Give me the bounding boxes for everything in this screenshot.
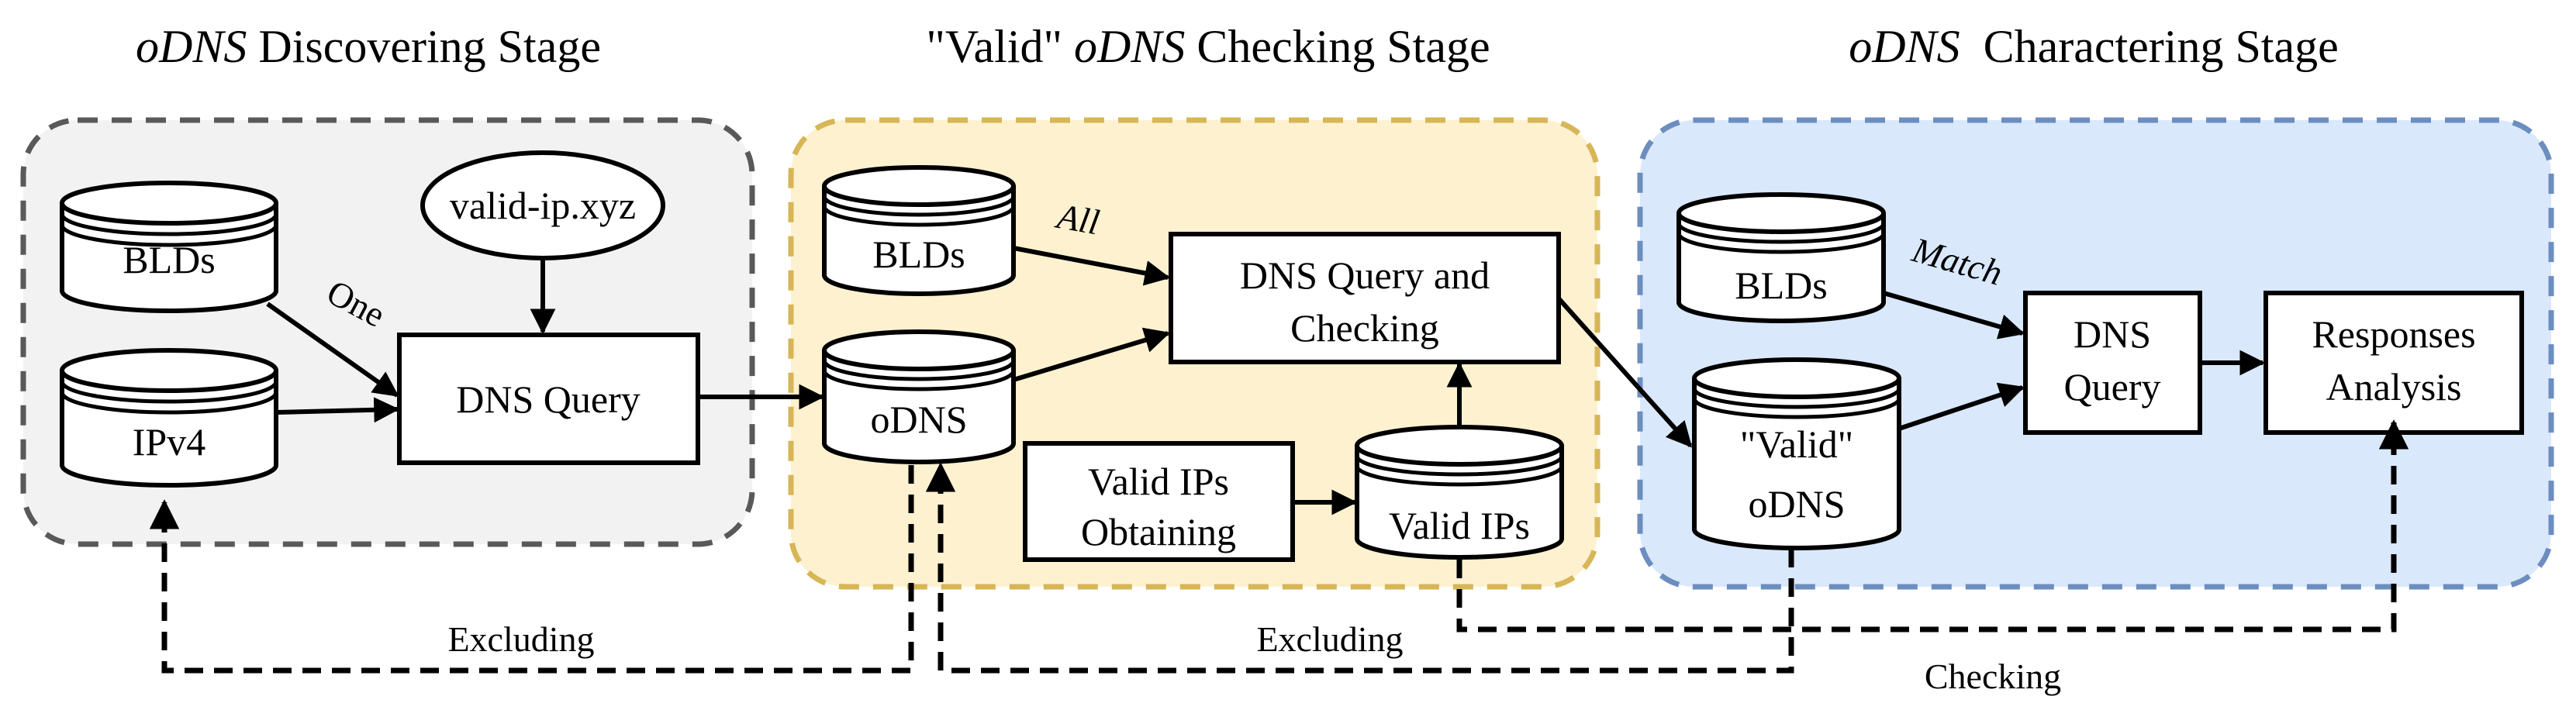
odns-database: oDNS xyxy=(822,329,1016,464)
dashed-valid-ips-to-responses xyxy=(1456,419,2409,633)
valid-ips-obtaining-label-line2: Obtaining xyxy=(1081,510,1236,553)
arrow-odns-to-dns-check xyxy=(1013,327,1171,382)
blds-database-2: BLDs xyxy=(822,165,1016,296)
dashed-odns-to-ipv4 xyxy=(149,465,914,674)
valid-ips-obtaining-label-line1: Valid IPs xyxy=(1088,460,1229,503)
valid-ips-obtaining-box: Valid IPs Obtaining xyxy=(1023,441,1295,562)
arrow-blds2-to-dns-check xyxy=(1013,246,1171,286)
stage-2-title: "Valid" oDNS Checking Stage xyxy=(926,21,1490,72)
edge-label-all: All xyxy=(1052,195,1103,242)
dashed-arrows xyxy=(149,419,2409,674)
edge-label-excluding-2: Excluding xyxy=(1256,619,1403,659)
edge-label-checking: Checking xyxy=(1925,657,2061,696)
responses-analysis-box: Responses Analysis xyxy=(2263,291,2524,435)
ipv4-label: IPv4 xyxy=(133,420,205,464)
dns-query-label-3-line2: Query xyxy=(2064,365,2161,408)
valid-ip-xyz-node: valid-ip.xyz xyxy=(420,150,665,260)
edge-label-excluding-1: Excluding xyxy=(447,619,594,659)
solid-arrows xyxy=(266,246,2266,515)
blds-label-1: BLDs xyxy=(123,238,215,281)
responses-analysis-label-line2: Analysis xyxy=(2326,365,2462,408)
dns-query-label-3-line1: DNS xyxy=(2074,312,2151,356)
dns-query-checking-box: DNS Query and Checking xyxy=(1169,232,1561,364)
valid-ips-database: Valid IPs xyxy=(1355,425,1564,560)
dns-query-box-3: DNS Query xyxy=(2023,291,2202,435)
odns-label: oDNS xyxy=(870,398,967,441)
stage-3-title: oDNS Charactering Stage xyxy=(1849,21,2339,72)
dns-query-checking-label-line1: DNS Query and xyxy=(1240,253,1490,297)
arrow-dns-check-to-valid-odns xyxy=(1556,296,1693,448)
arrow-blds-to-dns-query xyxy=(266,302,399,398)
responses-analysis-label-line1: Responses xyxy=(2312,312,2475,356)
valid-odns-label-line1: "Valid" xyxy=(1740,422,1853,466)
arrow-blds3-to-dns-query3 xyxy=(1883,291,2025,340)
blds-database-3: BLDs xyxy=(1676,192,1886,323)
valid-odns-label-line2: oDNS xyxy=(1748,482,1845,526)
blds-database-1: BLDs xyxy=(60,181,278,313)
dns-query-label-1: DNS Query xyxy=(456,377,640,421)
valid-ip-xyz-label: valid-ip.xyz xyxy=(450,184,636,227)
valid-odns-database: "Valid" oDNS xyxy=(1692,357,1901,550)
valid-ips-label: Valid IPs xyxy=(1389,504,1530,547)
blds-label-2: BLDs xyxy=(872,233,965,276)
dns-query-checking-label-line2: Checking xyxy=(1290,306,1439,350)
dashed-valid-odns-to-odns xyxy=(925,462,1794,674)
ipv4-database: IPv4 xyxy=(60,348,278,488)
arrow-ipv4-to-dns-query xyxy=(275,397,400,423)
dns-query-box-1: DNS Query xyxy=(397,333,700,465)
blds-label-3: BLDs xyxy=(1735,264,1827,307)
arrow-valid-odns-to-dns-query3 xyxy=(1898,382,2025,431)
stage-1-title: oDNS Discovering Stage xyxy=(136,21,601,72)
